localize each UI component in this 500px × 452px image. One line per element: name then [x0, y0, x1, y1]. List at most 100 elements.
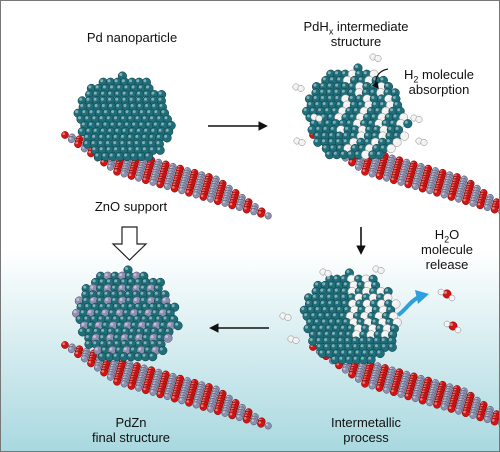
pd-atom-highlight — [323, 126, 327, 130]
hydrogen-atom-highlight — [348, 276, 352, 280]
pd-atom-highlight — [116, 104, 120, 107]
pd-atom-highlight — [347, 120, 351, 124]
oxygen-atom — [476, 413, 485, 422]
pd-atom-highlight — [322, 282, 326, 286]
pd-atom-highlight — [351, 77, 355, 81]
pd-atom-highlight — [372, 133, 376, 137]
pd-atom-highlight — [363, 89, 367, 93]
pd-atom-highlight — [315, 307, 319, 311]
hydrogen-atom-highlight — [344, 77, 348, 81]
hydrogen-atom-highlight — [382, 108, 386, 112]
pd-atom-highlight — [129, 341, 133, 345]
zinc-atom — [250, 208, 258, 216]
pd-atom-highlight — [97, 273, 101, 277]
pd-atom-highlight — [308, 102, 312, 106]
h2o-prefix: H — [434, 227, 445, 242]
oxygen-atom — [127, 172, 136, 180]
pd-atom-highlight — [97, 298, 101, 301]
hollow-down-arrow-icon — [111, 226, 148, 261]
hydrogen-atom-highlight — [355, 325, 359, 329]
pd-atom-highlight — [144, 328, 148, 332]
hydrogen-atom-highlight — [394, 139, 397, 143]
pd-atom-highlight — [322, 102, 326, 106]
water-hydrogen-atom-highlight — [449, 295, 452, 298]
pd-atom-highlight — [335, 96, 339, 99]
oxygen-atom — [447, 405, 456, 413]
pd-atom-highlight — [151, 328, 155, 332]
pd-atom-highlight — [373, 126, 377, 130]
pd-atom-highlight — [157, 147, 161, 151]
zinc-atom-highlight — [95, 365, 98, 368]
hydrogen-atom-highlight — [363, 288, 367, 292]
oxygen-atom — [141, 176, 150, 185]
pd-atom-highlight — [128, 116, 132, 120]
pd-atom-highlight — [140, 273, 144, 277]
pd-atom-highlight — [134, 316, 138, 320]
zinc-atom-highlight — [136, 335, 140, 339]
pd-atom-highlight — [344, 307, 348, 311]
oxygen-atom — [404, 392, 413, 401]
pd-atom-highlight — [93, 97, 97, 101]
pd-atom-highlight — [132, 110, 136, 114]
pd-atom-highlight — [158, 128, 162, 132]
pd-atom-highlight — [105, 316, 109, 320]
oxygen-atom-highlight — [88, 360, 91, 364]
pd-atom-highlight — [158, 91, 162, 95]
pd-atom-highlight — [341, 89, 345, 93]
hydrogen-atom — [399, 131, 409, 141]
oxygen-atom-highlight — [349, 372, 353, 375]
pd-atom-highlight — [121, 147, 125, 151]
zinc-atom-highlight — [131, 310, 135, 314]
pd-atom-highlight — [78, 304, 82, 308]
hydrogen-atom-highlight — [376, 120, 379, 124]
pd-atom-highlight — [90, 291, 93, 295]
pd-atom-highlight — [316, 126, 320, 130]
water-hydrogen-atom-highlight — [444, 321, 447, 324]
oxygen-atom — [433, 400, 441, 409]
zinc-atom-highlight — [150, 179, 153, 183]
pd-atom-highlight — [310, 331, 314, 335]
pd-atom-highlight — [341, 151, 344, 155]
pd-atom-highlight — [340, 120, 343, 124]
zinc-atom-highlight — [73, 310, 77, 314]
pd-atom-highlight — [334, 89, 338, 93]
oxygen-atom-highlight — [258, 211, 262, 214]
zinc-atom — [163, 182, 171, 191]
pd-atom-highlight — [326, 151, 330, 155]
oxygen-atom-highlight — [157, 181, 161, 185]
pd-atom-highlight — [132, 122, 136, 126]
zinc-atom — [135, 174, 143, 182]
pd-atom-highlight — [329, 319, 333, 323]
pd-atom-highlight — [306, 301, 310, 304]
oxygen-atom — [213, 197, 222, 206]
pd-atom-highlight — [115, 128, 119, 132]
pd-atom-highlight — [125, 267, 128, 270]
pd-atom-highlight — [126, 273, 130, 277]
pd-atom-highlight — [318, 313, 322, 317]
oxygen-atom — [348, 158, 356, 167]
hydrogen-atom-highlight — [365, 102, 369, 106]
pd-atom-highlight — [362, 350, 366, 354]
pd-atom-highlight — [95, 153, 99, 157]
pd-atom-highlight — [98, 316, 102, 320]
pd-atom-highlight — [394, 133, 398, 137]
pd-atom-highlight — [348, 325, 352, 329]
pd-atom-highlight — [367, 338, 371, 342]
pd-atom-highlight — [91, 316, 95, 320]
hydrogen-molecule-atom — [324, 270, 332, 277]
pd-atom-highlight — [109, 310, 113, 314]
pd-atom-highlight — [371, 96, 375, 99]
pd-atom-highlight — [92, 147, 96, 151]
pd-atom-highlight — [343, 319, 347, 323]
pd-atom-highlight — [326, 325, 330, 329]
pd-atom-highlight — [128, 353, 132, 357]
oxygen-atom-highlight — [200, 194, 204, 197]
h2o-release-panel — [279, 265, 499, 426]
hydrogen-molecule-atom — [298, 139, 306, 146]
zinc-atom — [411, 182, 419, 191]
pd-atom-highlight — [146, 122, 150, 126]
oxygen-atom — [361, 167, 369, 176]
oxygen-atom — [257, 209, 265, 218]
pd-atom-highlight — [102, 85, 106, 89]
